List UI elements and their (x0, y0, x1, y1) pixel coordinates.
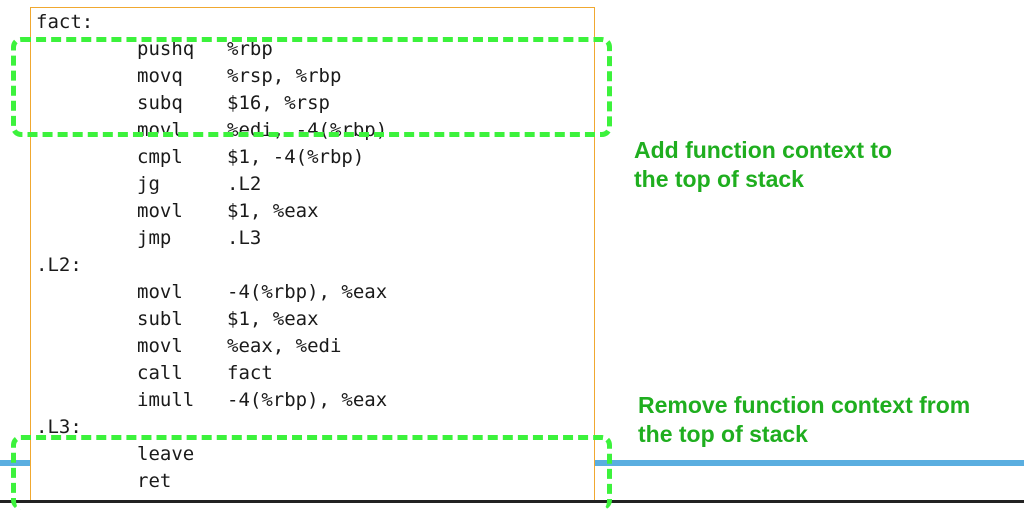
code-label-line: fact: (31, 9, 594, 36)
epilogue-highlight-box (11, 435, 612, 510)
code-instruction-line: leave (31, 441, 594, 468)
instruction-operands: -4(%rbp), %eax (227, 281, 388, 303)
instruction-operands: .L2 (227, 173, 262, 195)
code-instruction-line: cmpl $1, -4(%rbp) (31, 144, 594, 171)
instruction-mnemonic: jg (137, 173, 160, 195)
instruction-operands: $1, %eax (227, 200, 319, 222)
instruction-mnemonic: movq (137, 65, 183, 87)
instruction-operands: .L3 (227, 227, 262, 249)
code-instruction-line: ret (31, 468, 594, 495)
prologue-annotation: Add function context to the top of stack (634, 136, 892, 194)
prologue-annotation-line: Add function context to (634, 137, 893, 163)
instruction-operands: fact (227, 362, 273, 384)
code-instruction-line: pushq %rbp (31, 36, 594, 63)
instruction-operands: %rbp (227, 38, 273, 60)
instruction-mnemonic: cmpl (137, 146, 183, 168)
epilogue-annotation-line: the top of stack (638, 421, 808, 447)
code-instruction-line: imull -4(%rbp), %eax (31, 387, 594, 414)
epilogue-annotation: Remove function context from the top of … (638, 391, 970, 449)
instruction-operands: $1, -4(%rbp) (227, 146, 365, 168)
code-instruction-line: subl $1, %eax (31, 306, 594, 333)
prologue-annotation-line: the top of stack (634, 166, 804, 192)
instruction-mnemonic: jmp (137, 227, 172, 249)
instruction-mnemonic: leave (137, 443, 195, 465)
code-label-line: .L3: (31, 414, 594, 441)
code-label: .L3: (36, 416, 82, 438)
code-label: fact: (36, 11, 94, 33)
code-instruction-line: movl $1, %eax (31, 198, 594, 225)
code-instruction-line: jg .L2 (31, 171, 594, 198)
code-instruction-line: movq %rsp, %rbp (31, 63, 594, 90)
instruction-mnemonic: call (137, 362, 183, 384)
instruction-operands: $16, %rsp (227, 92, 330, 114)
instruction-mnemonic: subl (137, 308, 183, 330)
code-instruction-line: movl -4(%rbp), %eax (31, 279, 594, 306)
instruction-mnemonic: pushq (137, 38, 195, 60)
epilogue-annotation-line: Remove function context from (638, 392, 971, 418)
instruction-mnemonic: movl (137, 335, 183, 357)
instruction-mnemonic: subq (137, 92, 183, 114)
instruction-operands: %eax, %edi (227, 335, 342, 357)
instruction-mnemonic: movl (137, 281, 183, 303)
code-instruction-line: subq $16, %rsp (31, 90, 594, 117)
prologue-highlight-box (11, 37, 612, 137)
bottom-edge (0, 500, 1024, 503)
code-instruction-line: jmp .L3 (31, 225, 594, 252)
instruction-operands: %rsp, %rbp (227, 65, 342, 87)
instruction-operands: $1, %eax (227, 308, 319, 330)
instruction-mnemonic: movl (137, 200, 183, 222)
instruction-mnemonic: ret (137, 470, 172, 492)
code-instruction-line: movl %eax, %edi (31, 333, 594, 360)
instruction-operands: -4(%rbp), %eax (227, 389, 388, 411)
code-label-line: .L2: (31, 252, 594, 279)
instruction-mnemonic: imull (137, 389, 195, 411)
code-label: .L2: (36, 254, 82, 276)
code-instruction-line: call fact (31, 360, 594, 387)
